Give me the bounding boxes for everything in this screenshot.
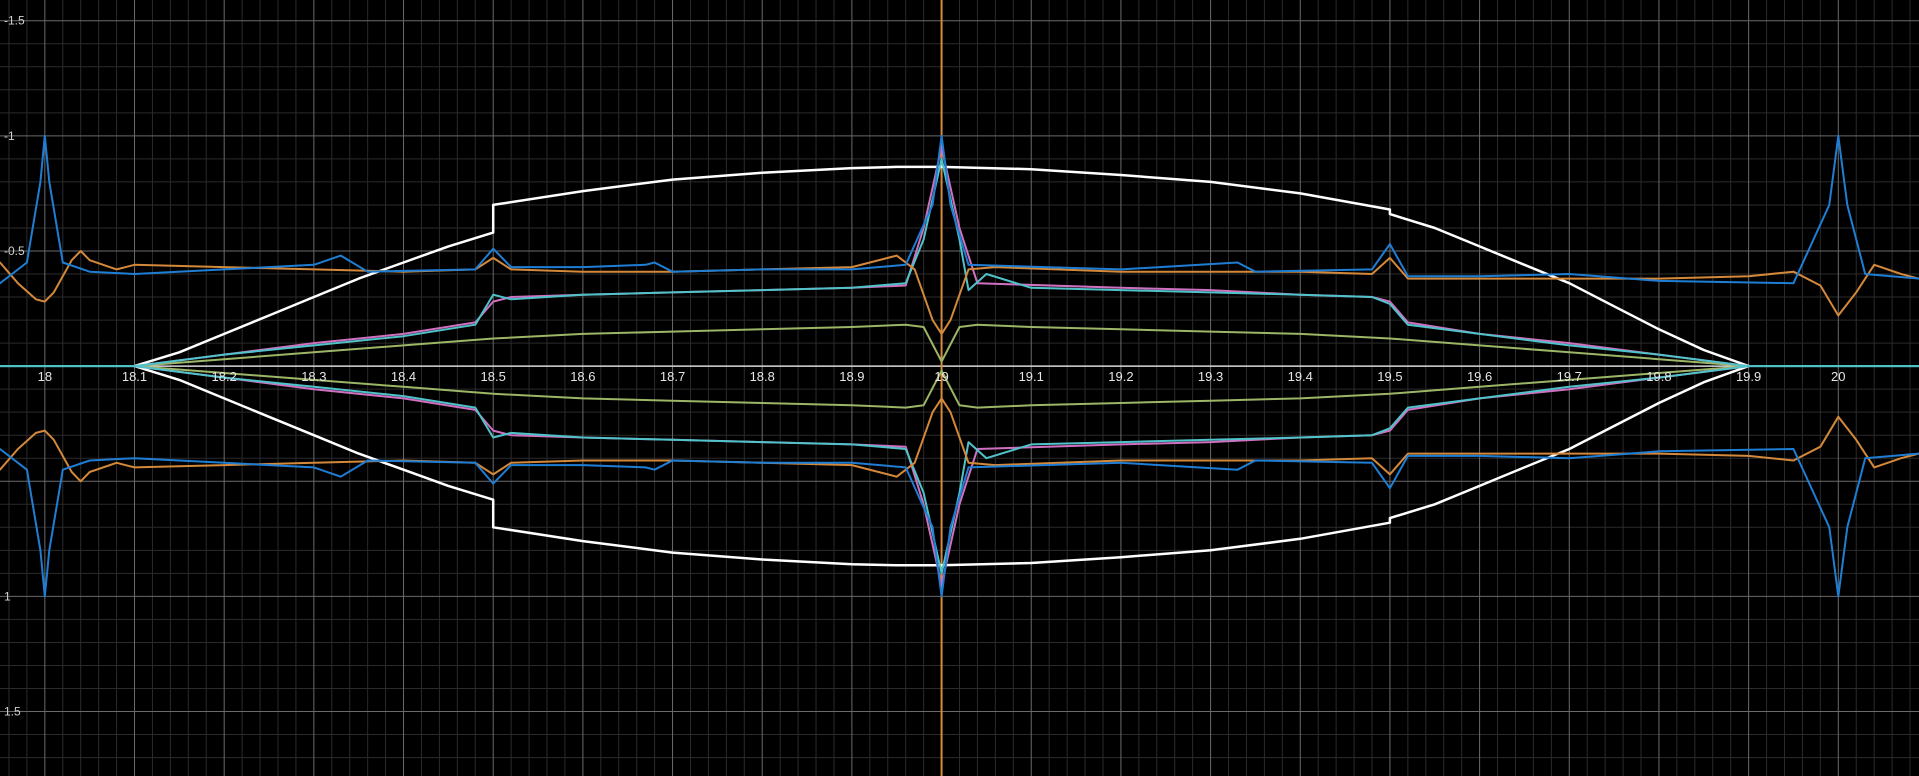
series-orange-lower: [0, 397, 1919, 483]
y-tick-label: 1.5: [4, 705, 21, 719]
x-tick-label: 18.9: [839, 369, 864, 384]
series-orange-upper: [0, 250, 1919, 335]
x-tick-label: 18.4: [391, 369, 416, 384]
x-tick-label: 18.1: [122, 369, 147, 384]
x-tick-label: 20: [1831, 369, 1845, 384]
series-white-upper: [133, 165, 1750, 368]
x-tick-label: 18.6: [570, 369, 595, 384]
x-tick-label: 19.1: [1019, 369, 1044, 384]
y-tick-label: -1.5: [4, 14, 25, 28]
x-tick-label: 19.6: [1467, 369, 1492, 384]
x-tick-label: 18.2: [212, 369, 237, 384]
x-tick-label: 18.8: [750, 369, 775, 384]
y-tick-label: -0.5: [4, 244, 25, 258]
series-green-lower: [133, 365, 1750, 409]
series-blue-upper: [0, 134, 1919, 285]
x-tick-label: 18.7: [660, 369, 685, 384]
x-tick-label: 19.8: [1646, 369, 1671, 384]
x-tick-label: 19.3: [1198, 369, 1223, 384]
x-tick-label: 19.7: [1557, 369, 1582, 384]
x-tick-label: 19.2: [1108, 369, 1133, 384]
series-blue-lower: [0, 448, 1919, 598]
series-layer: [0, 134, 1919, 598]
series-green-upper: [133, 323, 1750, 368]
x-tick-label: 18.5: [481, 369, 506, 384]
x-tick-label: 19.5: [1377, 369, 1402, 384]
x-tick-label: 18.3: [301, 369, 326, 384]
tick-labels: 18 18.1 18.2 18.3 18.4 18.5 18.6 18.7 18.8 18.9 19…: [4, 14, 1846, 719]
x-tick-label: 19.4: [1288, 369, 1313, 384]
series-white-lower: [133, 364, 1750, 567]
x-tick-label: 18: [38, 369, 52, 384]
y-tick-label: 1: [4, 589, 11, 603]
x-tick-label: 19.9: [1736, 369, 1761, 384]
x-tick-label: 19: [934, 369, 948, 384]
y-tick-label: -1: [4, 129, 15, 143]
